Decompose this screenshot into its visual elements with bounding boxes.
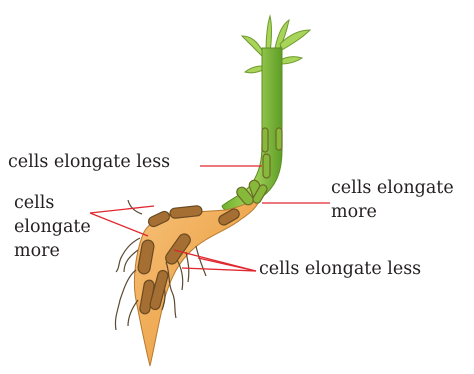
leader-root-more-a [90, 206, 154, 213]
leaf-lower-right [280, 57, 302, 64]
leaf-center-left [266, 16, 272, 52]
leaf-left [242, 36, 262, 56]
label-stem-cells-elongate-less: cells elongate less [8, 150, 170, 174]
leaf-lower-left [245, 66, 263, 73]
label-stem-cells-elongate-more: cells elongate more [331, 176, 454, 224]
leader-root-more-b [90, 213, 148, 236]
label-root-cells-elongate-less: cells elongate less [259, 257, 421, 281]
label-root-cells-elongate-more: cells elongate more [14, 191, 91, 263]
